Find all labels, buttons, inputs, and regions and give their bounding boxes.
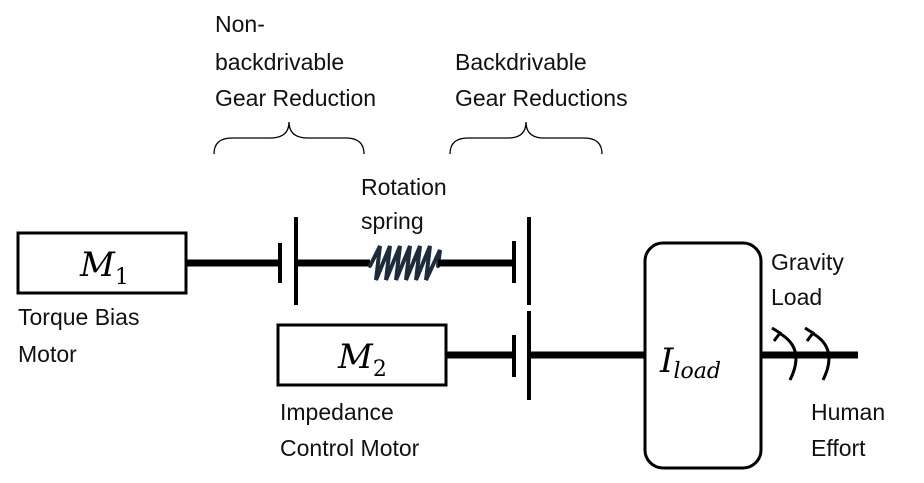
gravity-line2: Load xyxy=(771,284,822,310)
gravity-torque-arrow-icon xyxy=(771,326,798,381)
human-torque-arrow-icon xyxy=(804,326,831,381)
non-backdrivable-line1: Non- xyxy=(215,11,265,37)
motor-1-caption-line1: Torque Bias xyxy=(18,304,139,330)
non-backdrivable-line2: backdrivable xyxy=(215,49,344,75)
torque-bias-motor-label: Torque Bias Motor xyxy=(18,304,139,367)
motor-1-caption-line2: Motor xyxy=(18,341,77,367)
backdrivable-brace xyxy=(449,121,603,155)
motor-2-caption-line2: Control Motor xyxy=(280,435,420,461)
spring-line2: spring xyxy=(361,208,424,234)
non-backdrivable-line3: Gear Reduction xyxy=(215,85,376,111)
motor-2-caption-line1: Impedance xyxy=(280,399,394,425)
motor-1-box xyxy=(16,231,188,295)
rotation-spring-label: Rotation spring xyxy=(361,174,447,234)
human-line1: Human xyxy=(811,399,885,425)
load-symbol: Iload xyxy=(659,341,721,384)
motor-2-symbol: M2 xyxy=(337,337,387,382)
motor-2-box xyxy=(276,323,448,387)
human-effort-label: Human Effort xyxy=(811,399,885,461)
backdrivable-line2: Gear Reductions xyxy=(455,85,628,111)
spring-line1: Rotation xyxy=(361,174,447,200)
impedance-control-motor-label: Impedance Control Motor xyxy=(280,399,420,461)
gravity-load-label: Gravity Load xyxy=(771,249,844,310)
rotation-spring-coil xyxy=(368,245,442,281)
motor-1-symbol: M1 xyxy=(79,245,129,290)
backdrivable-label: Backdrivable Gear Reductions xyxy=(455,49,628,111)
backdrivable-line1: Backdrivable xyxy=(455,49,587,75)
gravity-line1: Gravity xyxy=(771,249,844,275)
non-backdrivable-brace xyxy=(213,121,365,155)
human-line2: Effort xyxy=(811,435,866,461)
non-backdrivable-label: Non- backdrivable Gear Reduction xyxy=(215,11,376,111)
